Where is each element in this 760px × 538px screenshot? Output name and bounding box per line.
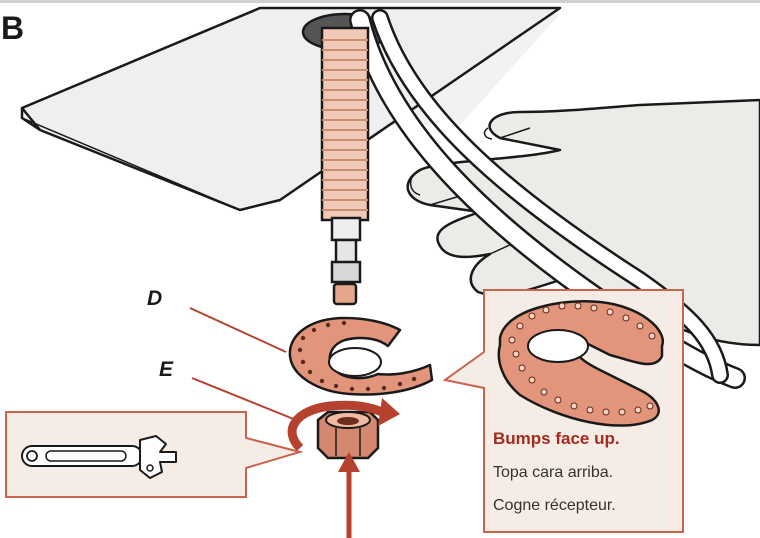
washer-d <box>290 318 432 394</box>
step-letter: B <box>1 10 24 47</box>
callout-line-es: Topa cara arriba. <box>493 464 613 482</box>
part-label-d: D <box>147 287 162 311</box>
nut-e <box>318 412 378 458</box>
top-border <box>0 0 760 3</box>
washer-callout <box>445 290 683 532</box>
callout-line-fr: Cogne récepteur. <box>493 497 616 515</box>
part-label-e: E <box>159 358 173 382</box>
wrench-callout <box>6 412 300 497</box>
upward-arrow-icon <box>338 452 360 538</box>
supply-line <box>322 28 368 304</box>
leader-line-d <box>190 308 286 352</box>
callout-heading: Bumps face up. <box>493 429 620 449</box>
